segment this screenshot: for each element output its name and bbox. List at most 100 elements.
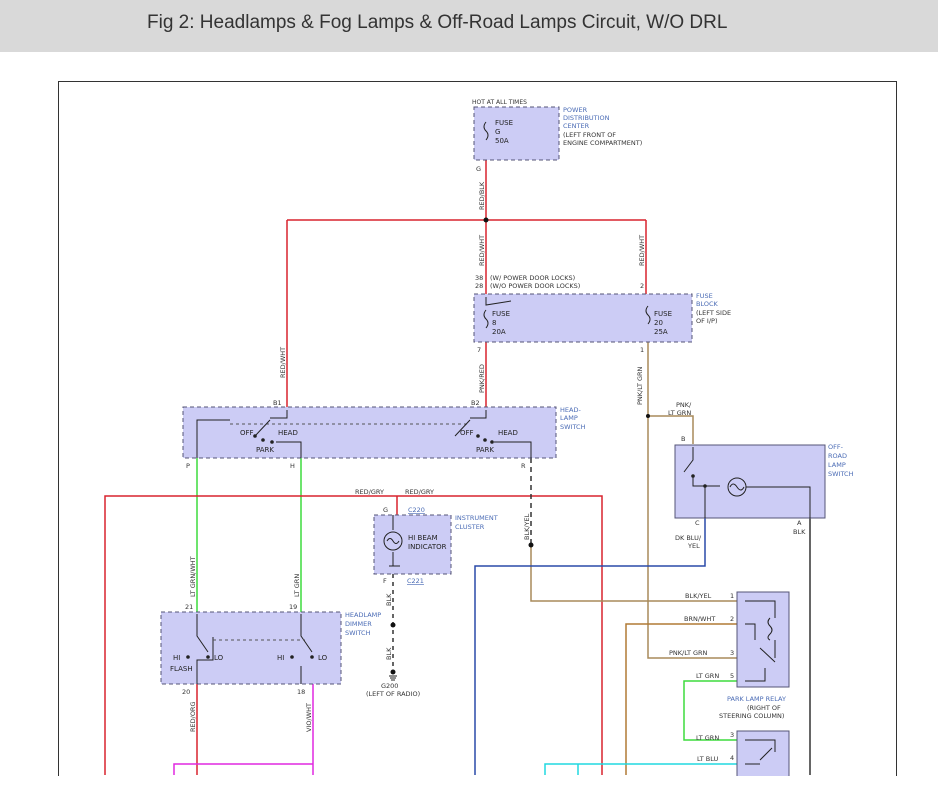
wire-label-pnk-red: PNK/RED [478, 364, 486, 393]
splice-dot [390, 622, 396, 628]
fb-pin-1: 1 [640, 346, 644, 354]
relay-label: PARK LAMP RELAY [727, 695, 786, 703]
wire-brn-wht [625, 623, 737, 775]
splice-dot [528, 542, 534, 548]
pdc-label-2: DISTRIBUTION [563, 114, 610, 122]
dim-lo-right: LO [318, 654, 328, 662]
relay2-wire-1: LT GRN [696, 734, 719, 742]
or-pin-b: B [681, 435, 685, 443]
relay-pin-3: 3 [730, 649, 734, 657]
relay-loc-2: STEERING COLUMN) [719, 712, 784, 720]
relay-pin-2: 2 [730, 615, 734, 623]
hs-left-off: OFF [240, 429, 254, 437]
wire-pnk-ltgrn [647, 342, 694, 444]
hs-pin-b2: B2 [471, 399, 480, 407]
wire-red-gry [104, 495, 603, 775]
or-wire-in-1: PNK/ [676, 401, 692, 409]
wire-label-ltgrn: LT GRN [293, 574, 301, 597]
relay2-pin-3: 3 [730, 731, 734, 739]
fuse20-rating: 25A [654, 328, 668, 336]
pdc-hot-note: HOT AT ALL TIMES [472, 99, 527, 106]
fb-pin-28: 28 [475, 282, 483, 290]
pdc-pin-g: G [476, 165, 481, 173]
hs-label-2: LAMP [560, 414, 578, 422]
wire-label-blk-yel: BLK/YEL [523, 513, 531, 540]
dim-hi-right: HI [277, 654, 284, 662]
hs-pin-h: H [290, 462, 295, 470]
dim-flash: FLASH [170, 665, 193, 673]
offroad-lamp-switch: PNK/ LT GRN B OFF- ROAD LAMP SWITCH C A … [668, 401, 854, 550]
wire-ltgrn-relay [683, 680, 737, 741]
instrument-cluster: RED/GRY RED/GRY G C220 HI BEAM INDICATOR… [355, 488, 498, 698]
or-wire-c-1: DK BLU/ [675, 534, 702, 542]
relay-wire-2: BRN/WHT [684, 615, 715, 623]
hs-label-3: SWITCH [560, 423, 586, 431]
ic-pin-f: F [383, 577, 387, 585]
ic-wire-bot: BLK [385, 593, 393, 606]
ic-indicator-1: HI BEAM [408, 534, 438, 542]
splice-dot [483, 217, 489, 223]
fb-pin-7: 7 [477, 346, 481, 354]
wire-ltblu [544, 763, 737, 775]
fuse20-label: FUSE [654, 310, 672, 318]
wires [104, 160, 811, 775]
dim-pin-20: 20 [182, 688, 190, 696]
fb-note-28: (W/O POWER DOOR LOCKS) [490, 282, 580, 290]
dim-label-2: DIMMER [345, 620, 372, 628]
hs-right-park: PARK [476, 446, 494, 454]
or-wire-in-2: LT GRN [668, 409, 691, 417]
hs-left-park: PARK [256, 446, 274, 454]
pdc-label-3: CENTER [563, 122, 590, 130]
splice-dot [646, 414, 650, 418]
splices [390, 217, 650, 675]
or-label-1: OFF- [828, 443, 844, 451]
fb-note-38: (W/ POWER DOOR LOCKS) [490, 274, 575, 282]
figure-title: Fig 2: Headlamps & Fog Lamps & Off-Road … [147, 12, 728, 33]
dim-pin-19: 19 [289, 603, 297, 611]
hs-pin-r: R [521, 462, 526, 470]
pdc-fuse-rating: 50A [495, 137, 509, 145]
pdc-location-2: ENGINE COMPARTMENT) [563, 139, 642, 147]
ic-ground: G200 [381, 682, 398, 690]
fb-pin-2: 2 [640, 282, 644, 290]
wire-label-red-wht-mid: RED/WHT [478, 235, 486, 266]
or-label-3: LAMP [828, 461, 846, 469]
ic-wire-b: RED/GRY [405, 488, 434, 496]
hs-right-head: HEAD [498, 429, 518, 437]
relay-pin-1: 1 [730, 592, 734, 600]
hs-left-head: HEAD [278, 429, 298, 437]
headlamp-switch: B1 B2 OFF HEAD PARK OFF HEAD PARK HEAD- … [182, 399, 586, 540]
pdc-label-1: POWER [563, 106, 588, 114]
or-pin-a: A [797, 519, 802, 527]
fuse20-id: 20 [654, 319, 663, 327]
fuse8-rating: 20A [492, 328, 506, 336]
ic-conn-bot: C221 [407, 577, 424, 585]
fb-pin-38: 38 [475, 274, 483, 282]
relay-loc-1: (RIGHT OF [747, 704, 781, 712]
ic-indicator-2: INDICATOR [408, 543, 447, 551]
hs-pin-b1: B1 [273, 399, 282, 407]
relay-pin-5: 5 [730, 672, 734, 680]
splice-dot [390, 669, 396, 675]
wire-label-vio-wht: VIO/WHT [305, 703, 313, 732]
wire-dkblu-yel [474, 518, 706, 775]
relay2-wire-2: LT BLU [697, 755, 719, 763]
wire-label-red-wht-right: RED/WHT [638, 235, 646, 266]
power-distribution-center: HOT AT ALL TIMES FUSE G 50A POWER DISTRI… [472, 99, 642, 210]
wire-pnk-ltgrn-relay [647, 416, 737, 659]
fuse8-id: 8 [492, 319, 496, 327]
or-label-4: SWITCH [828, 470, 854, 478]
ic-ground-loc: (LEFT OF RADIO) [366, 690, 420, 698]
or-wire-a: BLK [793, 528, 806, 536]
fb-label-1: FUSE [696, 292, 713, 300]
ic-wire-a: RED/GRY [355, 488, 384, 496]
ic-label-2: CLUSTER [455, 523, 485, 531]
ic-label-1: INSTRUMENT [455, 514, 498, 522]
wire-label-red-wht-left: RED/WHT [279, 347, 287, 378]
wire-vio-wht-branch [173, 763, 313, 775]
figure-header: Fig 2: Headlamps & Fog Lamps & Off-Road … [0, 0, 938, 52]
wire-label-ltgrn-wht: LT GRN/WHT [189, 556, 197, 597]
pdc-location-1: (LEFT FRONT OF [563, 131, 616, 139]
fuse-block: RED/WHT RED/WHT RED/WHT 38 28 (W/ POWER … [279, 235, 731, 405]
